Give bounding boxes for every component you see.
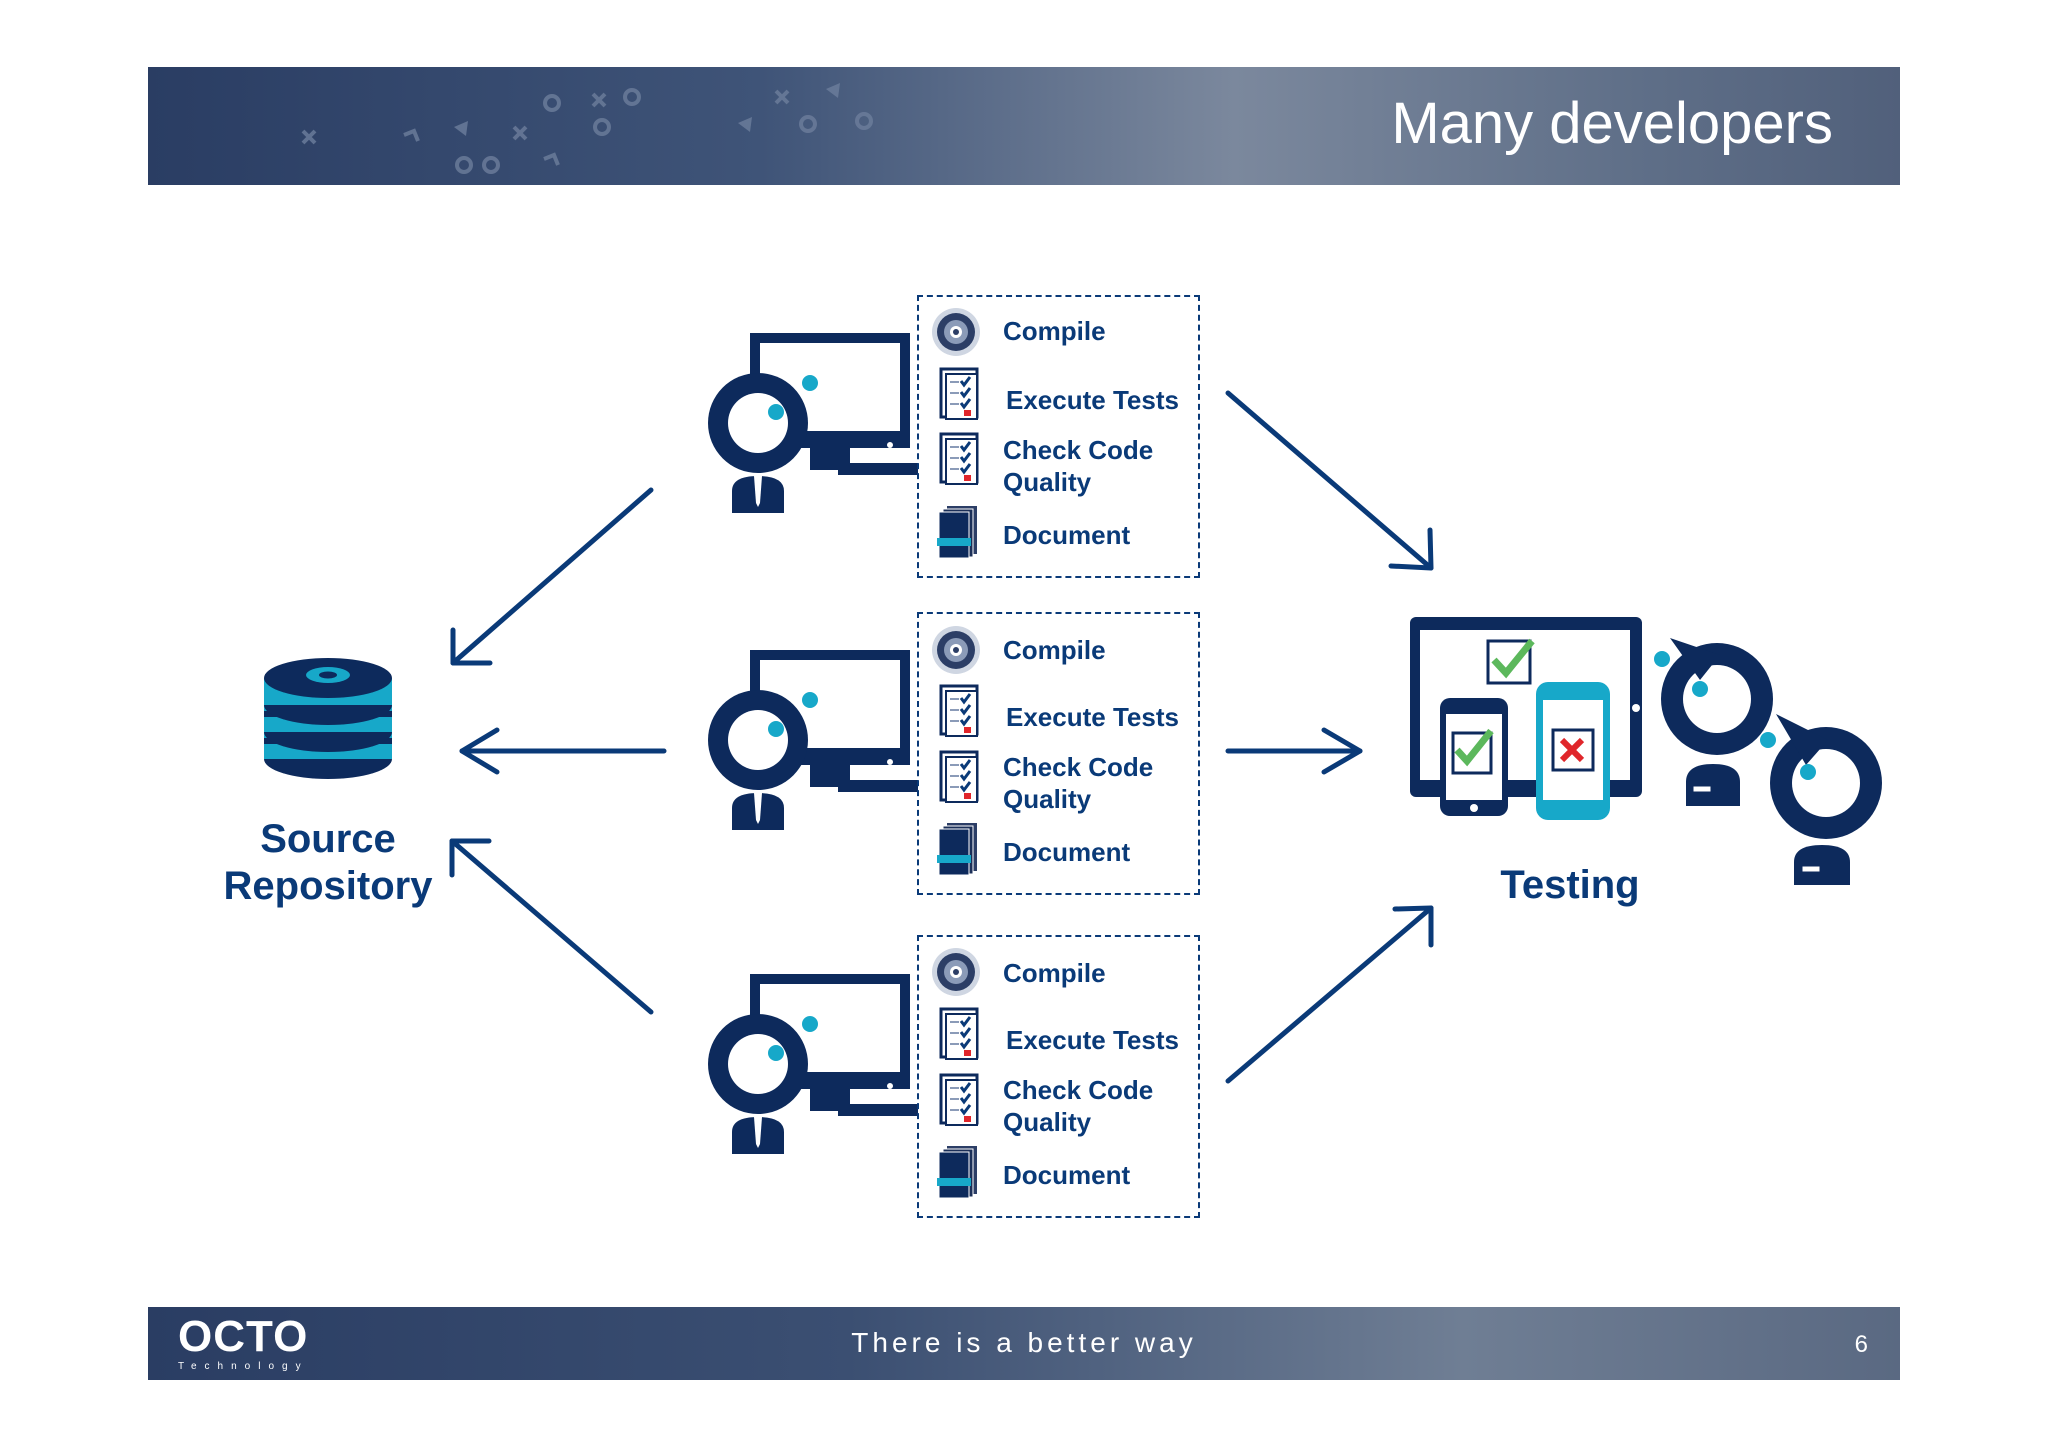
slide-footer: OCTO Technology There is a better way 6 xyxy=(148,1307,1900,1380)
arrow-dev3-to-repo xyxy=(449,838,654,1015)
arrow-dev1-to-testing xyxy=(1225,390,1434,571)
developer-icon-1 xyxy=(708,333,918,513)
step-compile: Compile xyxy=(1003,635,1106,665)
fail-x-icon xyxy=(1559,737,1585,763)
developer-icon-2 xyxy=(708,650,918,830)
database-icon xyxy=(264,658,392,779)
step-compile: Compile xyxy=(1003,316,1106,346)
step-compile: Compile xyxy=(1003,958,1106,988)
slide-title: Many developers xyxy=(1391,91,1833,156)
decorative-symbols xyxy=(301,83,873,174)
footer-tagline: There is a better way xyxy=(851,1327,1197,1358)
check-icon xyxy=(1491,638,1535,679)
arrow-dev1-to-repo xyxy=(450,487,654,666)
slide-header: Many developers xyxy=(148,67,1900,185)
arrow-dev3-to-testing xyxy=(1225,905,1434,1084)
testing-devices-icon xyxy=(1410,617,1882,885)
step-document: Document xyxy=(1003,837,1131,867)
page-number: 6 xyxy=(1854,1331,1868,1358)
testing-label: Testing xyxy=(1500,863,1640,907)
octo-logo: OCTO Technology xyxy=(178,1312,309,1373)
step-execute-tests: Execute Tests xyxy=(1006,1025,1179,1055)
step-execute-tests: Execute Tests xyxy=(1006,702,1179,732)
step-execute-tests: Execute Tests xyxy=(1006,385,1179,415)
developer-icon-3 xyxy=(708,974,918,1154)
check-icon xyxy=(1454,728,1494,767)
step-document: Document xyxy=(1003,1160,1131,1190)
source-repository-label: Source Repository xyxy=(223,817,433,908)
step-document: Document xyxy=(1003,520,1131,550)
arrowhead xyxy=(450,627,493,666)
